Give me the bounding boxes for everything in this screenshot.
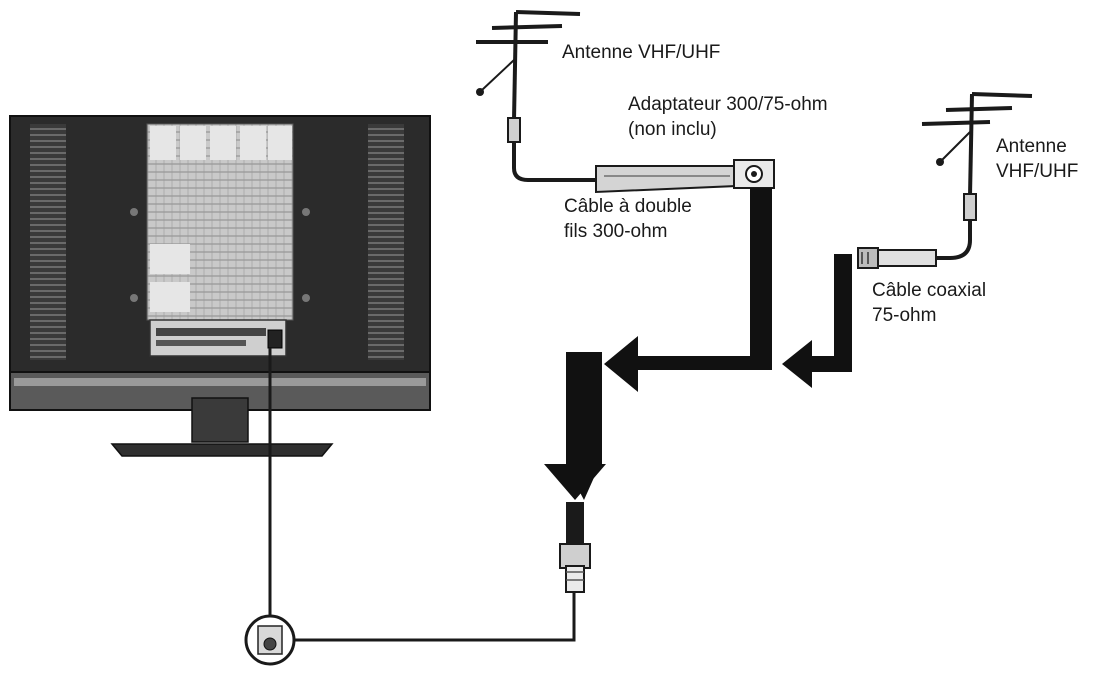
label-adapter-line1: Adaptateur 300/75-ohm bbox=[628, 94, 828, 115]
flow-arrow-coax bbox=[782, 254, 852, 388]
antenna-port-detail bbox=[244, 614, 296, 666]
tv-screw bbox=[130, 294, 138, 302]
tv-io-strip bbox=[156, 340, 246, 346]
tv-panel-block-3 bbox=[210, 126, 236, 160]
label-twin-line1: Câble à double bbox=[564, 196, 692, 217]
tv-panel-block-5 bbox=[268, 126, 292, 160]
label-twin-line2: fils 300-ohm bbox=[564, 221, 668, 242]
tv-grille-right bbox=[368, 124, 404, 360]
tv-screw bbox=[302, 294, 310, 302]
antenna-rod bbox=[491, 24, 563, 30]
antenna-connector bbox=[963, 193, 977, 221]
tv-antenna-port bbox=[267, 329, 283, 349]
tv-grille-left bbox=[30, 124, 66, 360]
tv-panel-block-1 bbox=[150, 126, 176, 160]
antenna-mast bbox=[512, 11, 518, 121]
flow-arrow-down-head bbox=[544, 464, 606, 500]
antenna-rod bbox=[515, 10, 581, 16]
tv-coax-connector bbox=[559, 502, 591, 593]
vhf-uhf-antenna-right bbox=[921, 92, 1033, 221]
coax-plug bbox=[857, 247, 937, 269]
tv-panel-block-4 bbox=[240, 126, 266, 160]
flow-arrow-down bbox=[550, 352, 602, 500]
tv-screw bbox=[302, 208, 310, 216]
tv-panel-block-6 bbox=[150, 244, 190, 274]
tv-io-panel bbox=[149, 319, 287, 357]
label-adapter-line2: (non inclu) bbox=[628, 119, 717, 140]
port-detail-connector bbox=[263, 637, 277, 651]
tv-rear bbox=[9, 115, 431, 457]
tv-stand-base bbox=[110, 443, 334, 457]
tv-bottom-bezel-highlight bbox=[14, 378, 426, 386]
antenna-rod bbox=[971, 92, 1033, 98]
label-antenna-right-line2: VHF/UHF bbox=[996, 161, 1079, 182]
antenna-brace bbox=[941, 131, 971, 161]
antenna-joint bbox=[936, 158, 944, 166]
label-coax-line2: 75-ohm bbox=[872, 305, 937, 326]
antenna-connector bbox=[507, 117, 521, 143]
tv-stand-neck bbox=[191, 397, 249, 443]
tv-coax-cable bbox=[268, 348, 576, 642]
antenna-rod bbox=[921, 120, 991, 126]
antenna-joint bbox=[476, 88, 484, 96]
antenna-brace bbox=[481, 59, 515, 91]
coax-cable-75 bbox=[936, 220, 972, 260]
vhf-uhf-antenna-left bbox=[476, 10, 581, 143]
label-antenna-left: Antenne VHF/UHF bbox=[562, 42, 721, 63]
flow-arrow-adapter bbox=[604, 188, 772, 392]
label-antenna-right-line1: Antenne bbox=[996, 136, 1067, 157]
tv-screw bbox=[130, 208, 138, 216]
tv-io-strip bbox=[156, 328, 266, 336]
antenna-rod bbox=[945, 106, 1013, 112]
tv-panel-block-7 bbox=[150, 282, 190, 312]
twin-lead-cable bbox=[512, 142, 598, 182]
label-coax-line1: Câble coaxial bbox=[872, 280, 987, 301]
balun-adapter bbox=[595, 159, 775, 194]
tv-panel-block-2 bbox=[180, 126, 206, 160]
antenna-mast bbox=[968, 93, 974, 197]
